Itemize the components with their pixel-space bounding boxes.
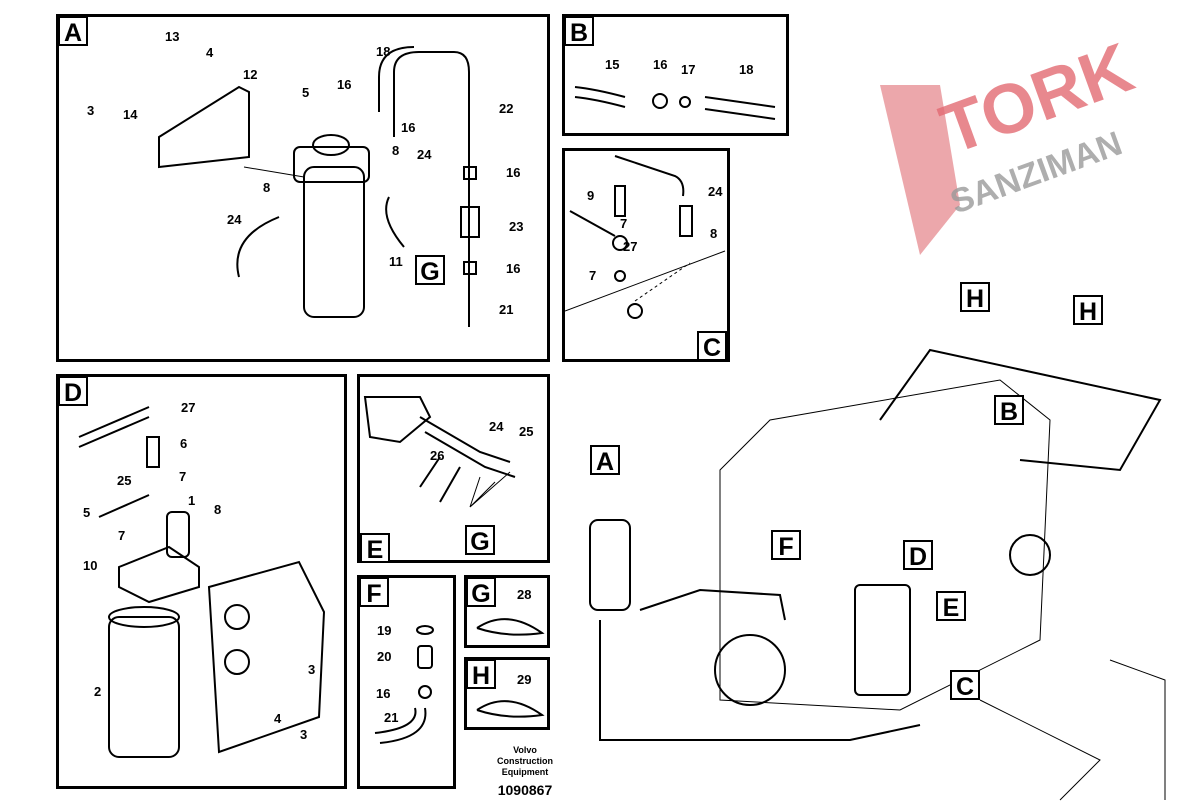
detail-ref-g: G [415, 255, 445, 286]
callout: 11 [389, 254, 403, 269]
callout: 27 [623, 239, 638, 254]
callout: 9 [587, 188, 595, 203]
callout: 3 [308, 662, 316, 677]
panel-e: E 24 25 26 G [357, 374, 550, 564]
panel-label: E [360, 533, 390, 564]
detail-ref-g: G [465, 525, 495, 556]
panel-label: B [564, 16, 594, 47]
cable-tie-art [476, 618, 545, 636]
callout: 16 [401, 120, 416, 135]
engine-ref-d: D [903, 540, 933, 571]
callout: 15 [605, 57, 620, 72]
callout: 25 [117, 473, 132, 488]
callout: 26 [430, 448, 445, 463]
engine-ref-e: E [936, 591, 966, 622]
hose-clamp-art [574, 86, 776, 120]
cable-tie-art [476, 700, 545, 718]
callout: 4 [206, 45, 214, 60]
callout: 3 [87, 103, 95, 118]
callout: 1 [188, 493, 196, 508]
callout: 16 [337, 77, 352, 92]
watermark-art: TORK SANZIMAN [880, 28, 1143, 255]
callout: 18 [376, 44, 391, 59]
panel-c: C 9 24 7 27 8 7 [562, 148, 730, 362]
callout: 24 [227, 212, 242, 227]
callout: 7 [179, 469, 187, 484]
engine-ref-f: F [771, 530, 801, 561]
callout: 13 [165, 29, 180, 44]
callout: 16 [653, 57, 668, 72]
engine-ref-b: B [994, 395, 1024, 426]
callout: 28 [517, 587, 532, 602]
engine-ref-h: H [960, 282, 990, 313]
callout: 27 [181, 400, 196, 415]
callout: 14 [123, 107, 138, 122]
panel-label: F [359, 577, 389, 608]
callout: 22 [499, 101, 514, 116]
callout: 10 [83, 558, 98, 573]
callout: 7 [620, 216, 628, 231]
panel-f: F 19 20 16 21 [357, 575, 456, 789]
callout: 16 [506, 261, 521, 276]
panel-g: G 28 [464, 575, 550, 648]
panel-label: A [58, 16, 88, 47]
callout: 21 [499, 302, 514, 317]
callout: 16 [506, 165, 521, 180]
callout: 3 [300, 727, 308, 742]
fuel-filter-assembly-art [158, 46, 480, 327]
callout: 17 [681, 62, 696, 77]
panel-label: H [466, 659, 496, 690]
callout: 8 [263, 180, 271, 195]
watermark-line1: TORK [931, 28, 1143, 169]
document-number: 1090867 [497, 782, 553, 798]
callout: 5 [302, 85, 310, 100]
callout: 6 [180, 436, 188, 451]
callout: 24 [489, 419, 504, 434]
panel-b: B 15 16 17 18 [562, 14, 789, 136]
engine-ref-h: H [1073, 295, 1103, 326]
panel-d: D 27 6 25 7 1 5 8 7 10 3 2 4 3 [56, 374, 347, 789]
watermark-line2: SANZIMAN [945, 124, 1127, 221]
callout: 20 [377, 649, 392, 664]
engine-ref-a: A [590, 445, 620, 476]
fitting-art [374, 625, 434, 744]
footer: Volvo Construction Equipment 1090867 [460, 745, 590, 798]
callout: 7 [118, 528, 126, 543]
callout: 8 [392, 143, 400, 158]
callout: 8 [710, 226, 718, 241]
callout: 21 [384, 710, 399, 725]
panel-h: H 29 [464, 657, 550, 730]
panel-a: A 13 4 12 5 3 14 16 18 16 22 8 24 16 8 2… [56, 14, 550, 362]
panel-label: G [466, 577, 496, 608]
callout: 23 [509, 219, 524, 234]
callout: 19 [377, 623, 392, 638]
callout: 5 [83, 505, 91, 520]
callout: 24 [417, 147, 432, 162]
callout: 16 [376, 686, 391, 701]
callout: 4 [274, 711, 282, 726]
connector-art [363, 396, 516, 508]
callout: 18 [739, 62, 754, 77]
company-name: Volvo Construction Equipment [497, 745, 553, 777]
panel-label: D [58, 376, 88, 407]
banjo-fitting-art [565, 155, 726, 319]
panel-label: C [697, 331, 727, 362]
callout: 12 [243, 67, 258, 82]
callout: 29 [517, 672, 532, 687]
engine-ref-c: C [950, 670, 980, 701]
callout: 24 [708, 184, 723, 199]
callout: 8 [214, 502, 222, 517]
callout: 25 [519, 424, 534, 439]
oil-filter-assembly-art [78, 406, 326, 758]
callout: 2 [94, 684, 102, 699]
callout: 7 [589, 268, 597, 283]
watermark-logo: TORK SANZIMAN [880, 5, 1180, 265]
